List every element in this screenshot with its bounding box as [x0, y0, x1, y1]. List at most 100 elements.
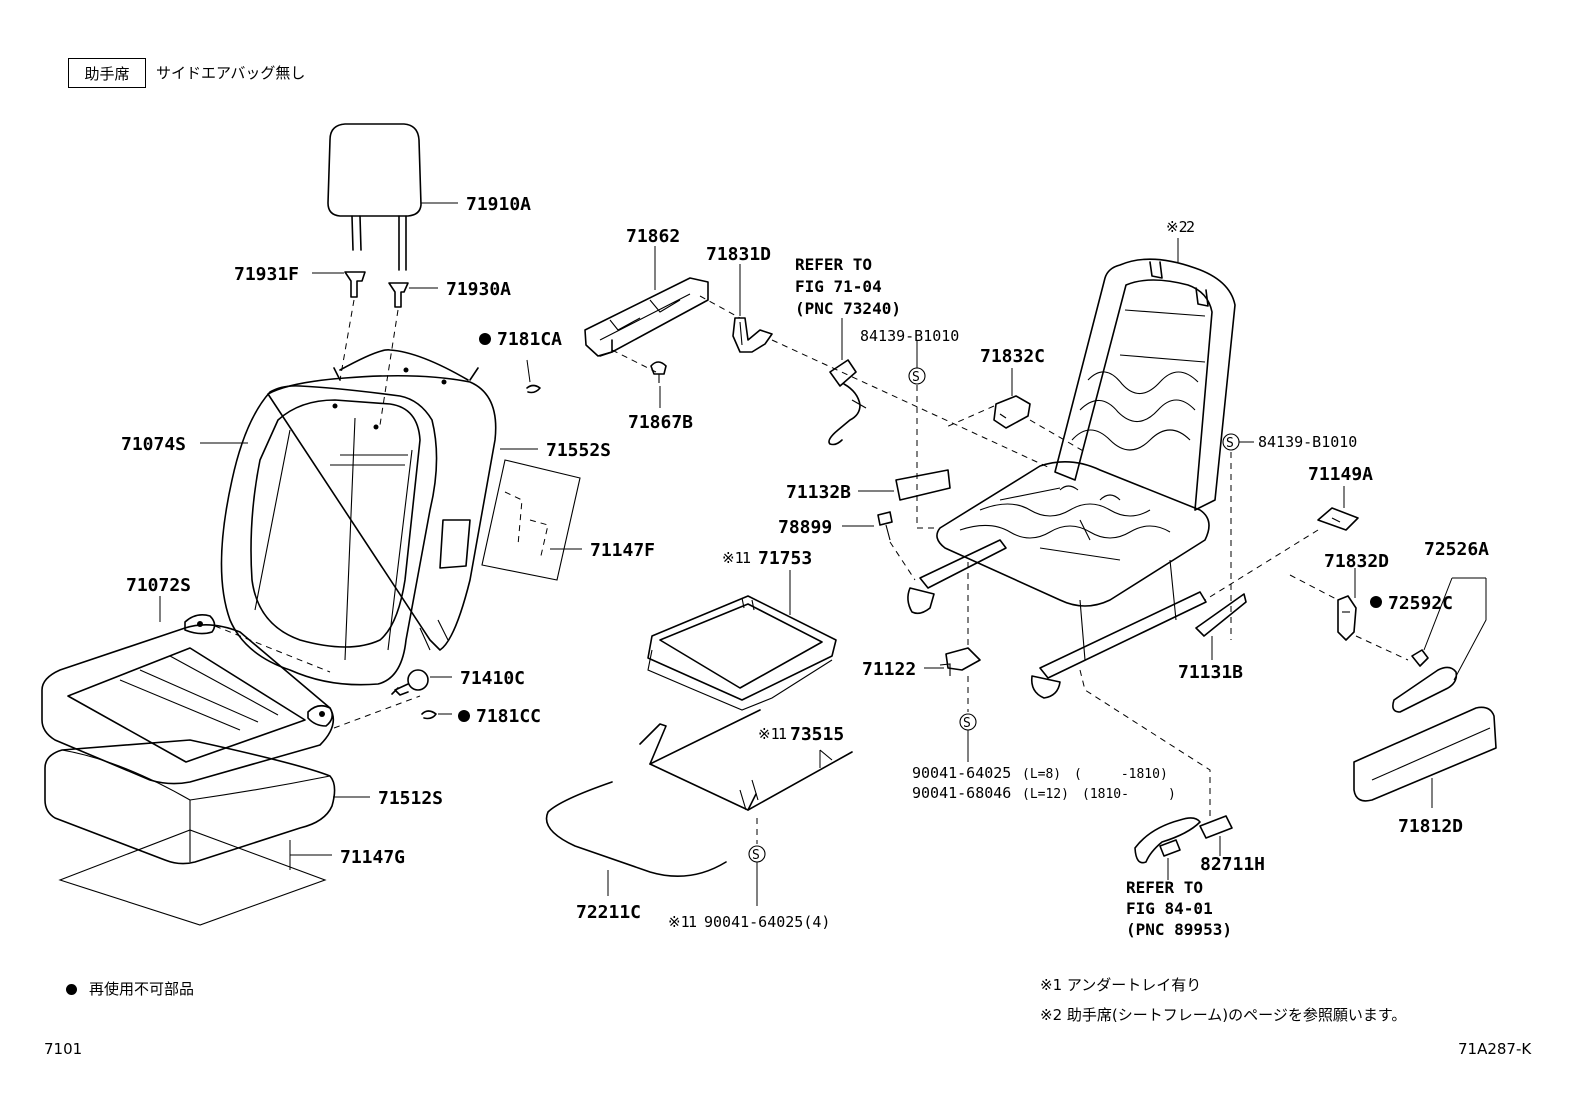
part-71149A[interactable]: 71149A	[1308, 464, 1373, 485]
bolt-range-to-1810: ( -1810)	[1074, 767, 1168, 782]
part-71910A[interactable]: 71910A	[466, 194, 531, 215]
part-71512S[interactable]: 71512S	[378, 788, 443, 809]
part-84139-B1010-right[interactable]: 84139-B1010	[1258, 433, 1357, 451]
bolt-range-from-1810: (1810- )	[1082, 787, 1176, 802]
clip-7181CA-drawing	[526, 384, 541, 394]
shield-71812D-drawing	[1353, 706, 1497, 802]
seat-cushion-drawing	[41, 614, 335, 785]
fastener-71410C-drawing	[391, 669, 429, 696]
seat-position-box: 助手席	[68, 58, 146, 88]
cover-71832C-drawing	[993, 395, 1031, 429]
ref-71-04-line1[interactable]: REFER TO	[795, 255, 872, 274]
wire-72211C-drawing	[545, 781, 727, 877]
svg-text:1: 1	[688, 913, 697, 931]
part-73515[interactable]: 73515	[790, 724, 844, 745]
pad-71147G-drawing	[58, 829, 327, 926]
pad-71147F-drawing	[481, 459, 581, 581]
bolt-length-L8: (L=8)	[1022, 767, 1061, 782]
s-mark-label: S	[1226, 436, 1234, 451]
non-reusable-mark	[1370, 596, 1382, 608]
seat-position-label: 助手席	[84, 64, 130, 83]
note2-ref-mark: ※2	[1166, 218, 1188, 236]
note1-ref-mark: ※1	[758, 725, 780, 743]
footnote-2: ※2 助手席(シートフレーム)のページを参照願います。	[1040, 1006, 1407, 1024]
note1-ref-mark: ※1	[668, 913, 690, 931]
part-90041-68046-L12[interactable]: 90041-68046	[912, 784, 1011, 802]
ref-84-01-line2[interactable]: FIG 84-01	[1126, 899, 1213, 918]
part-71831D[interactable]: 71831D	[706, 244, 771, 265]
support-guides	[344, 271, 409, 308]
trim-71132B-drawing	[895, 469, 951, 501]
part-71552S[interactable]: 71552S	[546, 440, 611, 461]
part-71862[interactable]: 71862	[626, 226, 680, 247]
part-71132B[interactable]: 71132B	[786, 482, 851, 503]
seat-frame-drawing	[907, 258, 1236, 699]
non-reusable-mark	[458, 710, 470, 722]
non-reusable-mark	[479, 333, 491, 345]
note1-ref-mark: ※1	[722, 549, 744, 567]
s-mark-label: S	[963, 716, 971, 731]
part-71147F[interactable]: 71147F	[590, 540, 655, 561]
screw-71867B-drawing	[650, 361, 667, 383]
cover-71131B-drawing	[1195, 593, 1247, 637]
seat-belt-buckle-drawing	[828, 359, 867, 446]
cover-71149A-drawing	[1317, 507, 1359, 531]
legend-non-reusable: 再使用不可部品	[89, 980, 195, 998]
ref-71-04-line3[interactable]: (PNC 73240)	[795, 299, 901, 318]
non-reusable-dot-icon	[66, 984, 77, 995]
part-71147G[interactable]: 71147G	[340, 847, 405, 868]
part-78899[interactable]: 78899	[778, 517, 832, 538]
svg-text:1: 1	[742, 549, 751, 567]
part-71753[interactable]: 71753	[758, 548, 812, 569]
bracket-71831D-drawing	[732, 317, 773, 353]
part-71122[interactable]: 71122	[862, 659, 916, 680]
ref-84-01-line3[interactable]: (PNC 89953)	[1126, 920, 1232, 939]
part-72592C[interactable]: 72592C	[1388, 593, 1453, 614]
diagram-id: 71A287-K	[1458, 1040, 1532, 1058]
ref-84-01-line1[interactable]: REFER TO	[1126, 878, 1203, 897]
part-84139-B1010-upper[interactable]: 84139-B1010	[860, 327, 959, 345]
lever-72526A-drawing	[1392, 649, 1458, 713]
part-71832D[interactable]: 71832D	[1324, 551, 1389, 572]
s-mark-label: S	[752, 848, 760, 863]
ref-71-04-line2[interactable]: FIG 71-04	[795, 277, 882, 296]
harness-82711H-drawing	[1134, 815, 1233, 864]
cushion-pad-drawing	[44, 739, 336, 865]
variant-description: サイドエアバッグ無し	[156, 64, 306, 82]
s-mark	[908, 367, 926, 385]
page-number: 7101	[44, 1040, 83, 1058]
part-72526A[interactable]: 72526A	[1424, 539, 1489, 560]
svg-text:2: 2	[1186, 218, 1195, 236]
bolt-78899-drawing	[877, 511, 893, 541]
part-71867B[interactable]: 71867B	[628, 412, 693, 433]
under-tray-drawing	[647, 595, 837, 711]
part-71131B[interactable]: 71131B	[1178, 662, 1243, 683]
footnotes: ※1 アンダートレイ有り ※2 助手席(シートフレーム)のページを参照願います。	[1040, 970, 1406, 1030]
part-71931F[interactable]: 71931F	[234, 264, 299, 285]
headrest-drawing	[327, 123, 422, 271]
bolt-length-L12: (L=12)	[1022, 787, 1069, 802]
part-71410C[interactable]: 71410C	[460, 668, 525, 689]
legend: 再使用不可部品	[66, 978, 194, 999]
part-71812D[interactable]: 71812D	[1398, 816, 1463, 837]
part-71832C[interactable]: 71832C	[980, 346, 1045, 367]
footnote-1: ※1 アンダートレイ有り	[1040, 976, 1202, 994]
part-7181CC[interactable]: 7181CC	[476, 706, 541, 727]
cover-71862-drawing	[584, 277, 709, 357]
part-82711H[interactable]: 82711H	[1200, 854, 1265, 875]
part-71930A[interactable]: 71930A	[446, 279, 511, 300]
part-71072S[interactable]: 71072S	[126, 575, 191, 596]
clip-7181CC-drawing	[421, 710, 437, 720]
s-mark-label: S	[912, 370, 920, 385]
svg-text:1: 1	[778, 725, 787, 743]
part-71074S[interactable]: 71074S	[121, 434, 186, 455]
bracket-71122-drawing	[939, 647, 981, 676]
part-90041-64025-L8[interactable]: 90041-64025	[912, 764, 1011, 782]
cover-71832D-drawing	[1337, 595, 1357, 641]
wire-73515-drawing	[639, 709, 853, 811]
part-72211C[interactable]: 72211C	[576, 902, 641, 923]
part-90041-64025-4[interactable]: 90041-64025(4)	[704, 913, 830, 931]
seat-back-drawing	[220, 349, 497, 686]
part-7181CA[interactable]: 7181CA	[497, 329, 562, 350]
